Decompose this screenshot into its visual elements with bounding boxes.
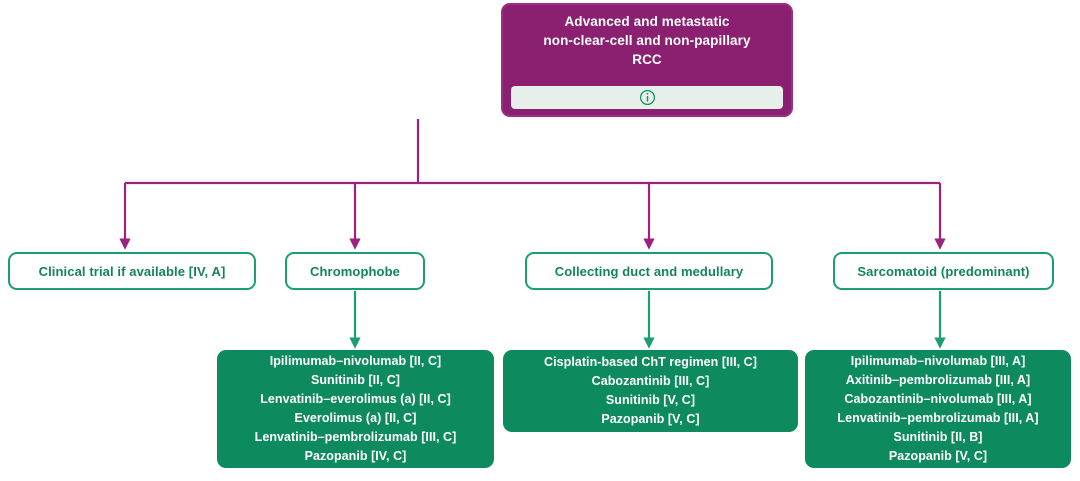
info-circle-icon[interactable] [639,89,656,106]
treatment-line: Sunitinib [II, C] [310,373,401,387]
treatment-line: Ipilimumab–nivolumab [II, C] [269,354,442,368]
treatment-box-sarcomatoid-predominant[interactable]: Ipilimumab–nivolumab [III, A] Axitinib–p… [805,350,1071,468]
treatment-line: Lenvatinib–pembrolizumab [III, C] [254,430,457,444]
treatment-line: Axitinib–pembrolizumab [III, A] [845,373,1031,387]
treatment-line: Pazopanib [V, C] [888,449,988,463]
treatment-line: Lenvatinib–pembrolizumab [III, A] [837,411,1039,425]
root-title-line-1: Advanced and metastatic [564,14,730,29]
branch-label-sarcomatoid-predominant: Sarcomatoid (predominant) [857,263,1030,279]
treatment-line: Cabozantinib [III, C] [591,374,710,388]
treatment-line: Sunitinib [V, C] [605,393,696,407]
treatment-line: Pazopanib [V, C] [601,412,700,426]
root-title-line-2: non-clear-cell and non-papillary [543,33,751,48]
treatment-line: Everolimus (a) [II, C] [294,411,417,425]
treatment-line: Sunitinib [II, B] [893,430,983,444]
branch-node-clinical-trial[interactable]: Clinical trial if available [IV, A] [8,252,256,290]
root-title: Advanced and metastatic non-clear-cell a… [511,12,783,69]
branch-node-sarcomatoid-predominant[interactable]: Sarcomatoid (predominant) [833,252,1054,290]
treatment-box-chromophobe[interactable]: Ipilimumab–nivolumab [II, C] Sunitinib [… [217,350,494,468]
branch-node-collecting-duct-and-medullary[interactable]: Collecting duct and medullary [525,252,773,290]
root-info-bar[interactable] [511,86,783,109]
branch-label-collecting-duct-and-medullary: Collecting duct and medullary [554,263,744,279]
branch-label-chromophobe: Chromophobe [310,263,400,279]
treatment-box-collecting-duct-and-medullary[interactable]: Cisplatin-based ChT regimen [III, C] Cab… [503,350,798,432]
treatment-line: Lenvatinib–everolimus (a) [II, C] [260,392,451,406]
root-title-line-3: RCC [632,52,662,67]
treatment-line: Ipilimumab–nivolumab [III, A] [850,354,1026,368]
branch-node-chromophobe[interactable]: Chromophobe [285,252,425,290]
treatment-line: Pazopanib [IV, C] [304,449,407,463]
root-node-advanced-metastatic-rcc[interactable]: Advanced and metastatic non-clear-cell a… [501,3,793,117]
treatment-line: Cisplatin-based ChT regimen [III, C] [544,355,757,369]
branch-label-clinical-trial: Clinical trial if available [IV, A] [38,263,226,279]
treatment-line: Cabozantinib–nivolumab [III, A] [844,392,1032,406]
